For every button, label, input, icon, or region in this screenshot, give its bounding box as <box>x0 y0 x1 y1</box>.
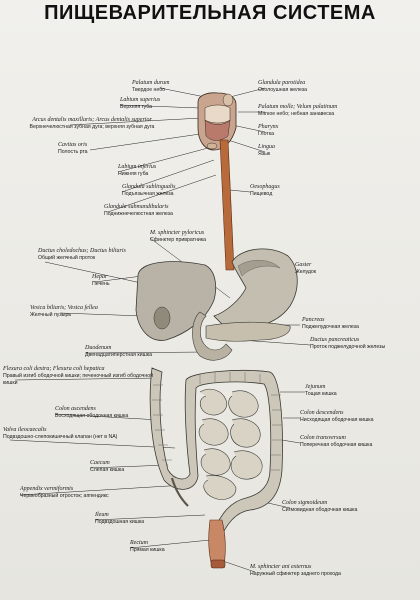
anal-sphincter-shape <box>210 559 226 569</box>
appendix-shape <box>170 477 189 507</box>
pancreas-shape <box>205 321 291 342</box>
duodenum-shape <box>192 311 233 361</box>
liver-shape <box>135 261 217 341</box>
head-section <box>197 92 237 151</box>
oesophagus-shape <box>219 139 235 271</box>
label-arcus-dentalis: Arcus dentalis maxillaris; Arcus dentali… <box>29 117 155 130</box>
gallbladder-shape <box>153 306 171 330</box>
haustra-marks <box>152 372 282 471</box>
poster-title: ПИЩЕВАРИТЕЛЬНАЯ СИСТЕМА <box>44 2 376 24</box>
label-flexura-coli: Flexura coli dextra; Flexura coli hepati… <box>3 366 154 386</box>
rectum-shape <box>208 519 226 567</box>
leader-lines <box>9 87 311 573</box>
small-intestine-coils <box>198 388 263 500</box>
